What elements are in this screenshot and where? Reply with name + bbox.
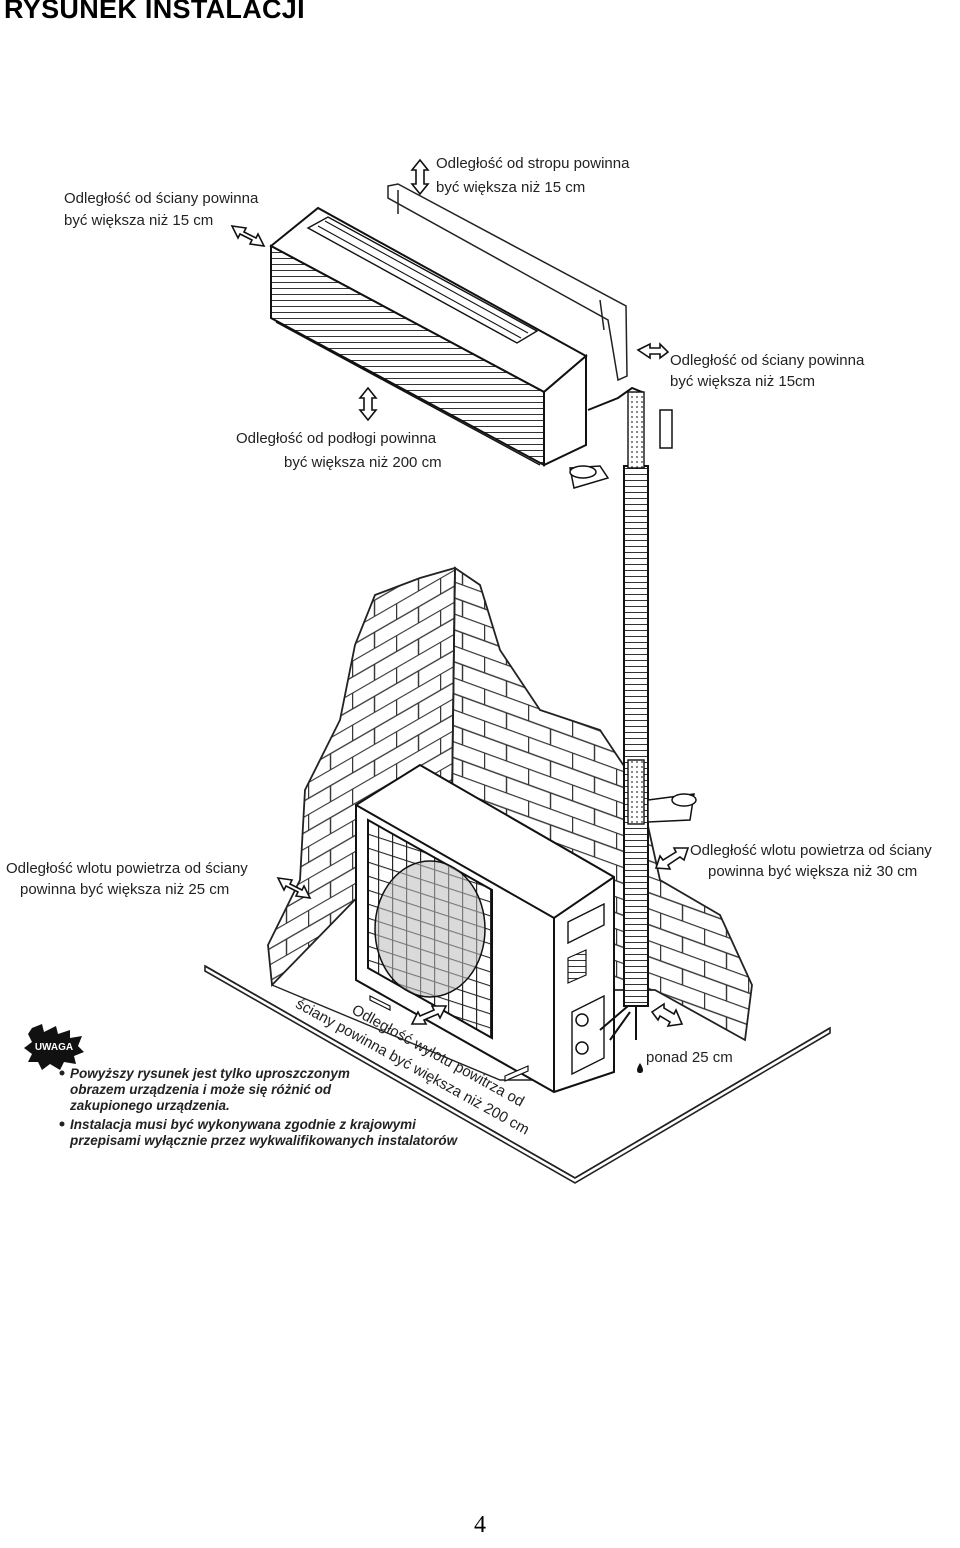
page-title: RYSUNEK INSTALACJI <box>4 0 305 24</box>
note-1: Powyższy rysunek jest tylko uproszczonym… <box>69 1066 354 1113</box>
arrow-floor <box>358 386 378 422</box>
brick-wall-left <box>267 566 456 988</box>
label-above: ponad 25 cm <box>646 1049 733 1066</box>
fan <box>374 860 486 998</box>
page-number: 4 <box>474 1512 486 1538</box>
refrigerant-pipe <box>569 386 697 1073</box>
water-drop <box>637 1063 643 1073</box>
indoor-unit <box>269 183 628 467</box>
label-ceiling: Odległość od stropu powinna być większa … <box>436 155 634 196</box>
label-wall-right: Odległość od ściany powinna być większa … <box>670 352 868 390</box>
label-inlet-left: Odległość wlotu powietrza od ściany powi… <box>6 860 252 898</box>
arrow-inlet-right <box>654 847 690 870</box>
note-2: Instalacja musi być wykonywana zgodnie z… <box>69 1117 459 1148</box>
note-bullet-1 <box>59 1070 65 1076</box>
warning-badge: UWAGA <box>24 1024 84 1070</box>
arrow-inlet-left <box>276 876 312 900</box>
arrow-outlet <box>410 1005 448 1025</box>
label-inlet-right: Odległość wlotu powietrza od ściany powi… <box>690 842 936 880</box>
label-floor: Odległość od podłogi powinna być większa… <box>236 430 442 471</box>
label-wall-left: Odległość od ściany powinna być większa … <box>64 190 262 229</box>
arrow-ceiling <box>410 158 430 196</box>
note-bullet-2 <box>59 1121 65 1127</box>
arrow-wall-right <box>636 342 670 360</box>
warning-badge-label: UWAGA <box>35 1042 73 1053</box>
outdoor-unit <box>355 763 615 1094</box>
arrow-wall-left <box>230 224 266 248</box>
arrow-above <box>650 1002 684 1028</box>
